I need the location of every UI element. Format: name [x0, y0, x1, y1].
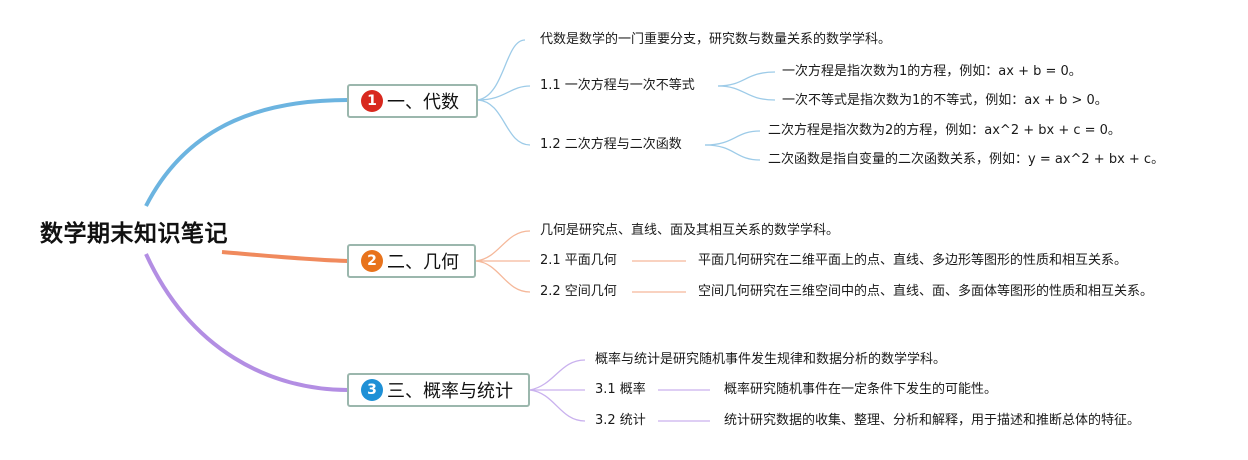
probability-sub2-label[interactable]: 3.2 统计 [595, 413, 646, 428]
probability-intro-link [529, 359, 586, 391]
branch-label: 三、概率与统计 [387, 381, 513, 402]
geometry-sub2-link [475, 260, 531, 293]
algebra-sub1-detail1[interactable]: 一次方程是指次数为1的方程，例如：ax + b = 0。 [782, 64, 1082, 79]
geometry-intro[interactable]: 几何是研究点、直线、面及其相互关系的数学学科。 [540, 223, 840, 238]
probability-sub1-label[interactable]: 3.1 概率 [595, 382, 646, 397]
branch-label: 一、代数 [387, 92, 459, 113]
number-badge-2: 2 [361, 250, 383, 272]
number-badge-1: 1 [361, 90, 383, 112]
branch-node-probability[interactable]: 3 三、概率与统计 [347, 373, 530, 407]
root-title[interactable]: 数学期末知识笔记 [40, 221, 228, 247]
branch-label: 二、几何 [387, 252, 459, 273]
geometry-intro-link [475, 230, 531, 262]
algebra-sub2-detail1[interactable]: 二次方程是指次数为2的方程，例如：ax^2 + bx + c = 0。 [768, 123, 1121, 138]
algebra-sub1-detail2-link [717, 85, 776, 101]
algebra-sub1-link [477, 85, 531, 101]
algebra-sub2-detail2-link [704, 144, 761, 161]
probability-sub2-detail[interactable]: 统计研究数据的收集、整理、分析和解释，用于描述和推断总体的特征。 [724, 413, 1141, 428]
geometry-sub2-detail[interactable]: 空间几何研究在三维空间中的点、直线、面、多面体等图形的性质和相互关系。 [698, 284, 1154, 299]
probability-sub1-detail[interactable]: 概率研究随机事件在一定条件下发生的可能性。 [724, 382, 998, 397]
branch-node-algebra[interactable]: 1 一、代数 [347, 84, 478, 118]
probability-intro[interactable]: 概率与统计是研究随机事件发生规律和数据分析的数学学科。 [595, 352, 947, 367]
algebra-sub2-label[interactable]: 1.2 二次方程与二次函数 [540, 137, 682, 152]
branch-algebra-line [144, 98, 349, 207]
branch-node-geometry[interactable]: 2 二、几何 [347, 244, 476, 278]
branch-geometry-line [221, 250, 349, 263]
algebra-intro-link [477, 39, 526, 101]
algebra-sub2-detail1-link [704, 130, 761, 146]
geometry-sub1-detail[interactable]: 平面几何研究在二维平面上的点、直线、多边形等图形的性质和相互关系。 [698, 253, 1128, 268]
algebra-sub1-label[interactable]: 1.1 一次方程与一次不等式 [540, 78, 695, 93]
algebra-sub1-detail2[interactable]: 一次不等式是指次数为1的不等式，例如：ax + b > 0。 [782, 93, 1108, 108]
algebra-sub2-detail2[interactable]: 二次函数是指自变量的二次函数关系，例如：y = ax^2 + bx + c。 [768, 152, 1165, 167]
probability-sub2-link [529, 389, 586, 422]
geometry-sub2-label[interactable]: 2.2 空间几何 [540, 284, 617, 299]
algebra-sub2-link [477, 99, 531, 146]
geometry-sub1-label[interactable]: 2.1 平面几何 [540, 253, 617, 268]
algebra-sub1-detail1-link [717, 71, 776, 87]
number-badge-3: 3 [361, 379, 383, 401]
algebra-intro[interactable]: 代数是数学的一门重要分支，研究数与数量关系的数学学科。 [540, 32, 892, 47]
branch-probability-line [144, 253, 349, 392]
